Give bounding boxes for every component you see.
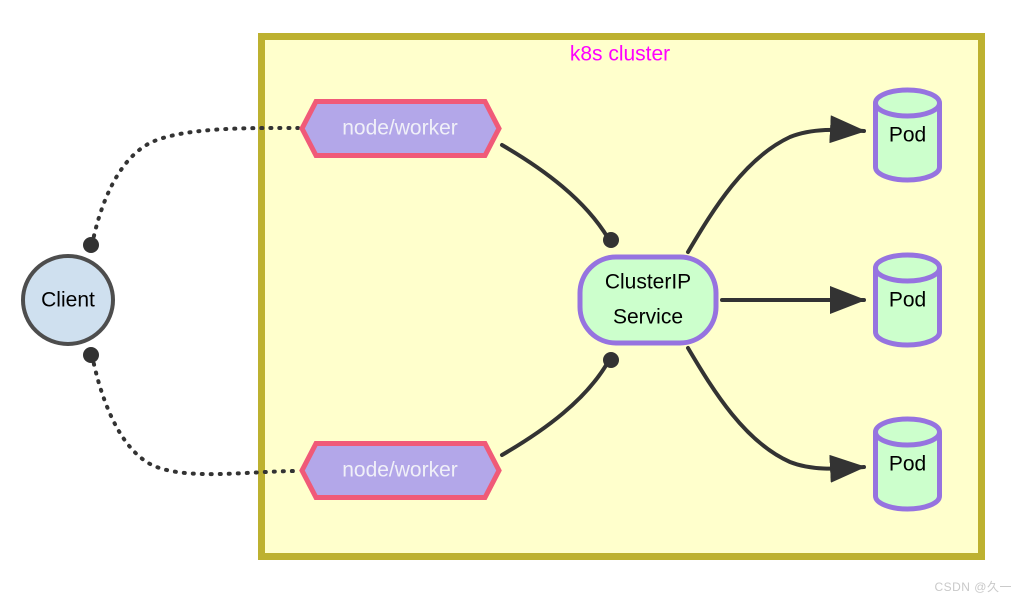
clusterip-service-node[interactable]: ClusterIP Service <box>577 254 719 346</box>
edge-node-top-to-service <box>500 143 610 240</box>
node-worker-bottom-shape <box>299 441 502 500</box>
cluster-title: k8s cluster <box>570 43 670 66</box>
node-worker-top[interactable]: node/worker <box>299 99 502 158</box>
pod-middle-label: Pod <box>889 289 926 312</box>
pod-middle-cap <box>873 267 942 284</box>
pod-top-label: Pod <box>889 124 926 147</box>
pod-top-cap <box>873 102 942 119</box>
node-worker-top-label: node/worker <box>342 117 458 140</box>
edge-endpoint-dot-bottom <box>83 347 99 363</box>
client-node[interactable]: Client <box>21 254 115 346</box>
edge-endpoint-dot-top <box>83 237 99 253</box>
pod-bottom-cap <box>873 431 942 448</box>
node-worker-top-shape <box>299 99 502 158</box>
pod-bottom-label: Pod <box>889 453 926 476</box>
pod-bottom[interactable]: Pod <box>873 416 942 512</box>
edge-client-to-node-top <box>90 125 300 247</box>
node-worker-bottom-label: node/worker <box>342 459 458 482</box>
watermark: CSDN @久一 <box>934 580 1012 594</box>
node-worker-bottom[interactable]: node/worker <box>299 441 502 500</box>
clusterip-service-label-line1: ClusterIP <box>605 271 691 294</box>
edge-target-dot-service-top <box>603 232 619 248</box>
clusterip-service-label-line2: Service <box>613 306 683 329</box>
client-label: Client <box>41 289 95 312</box>
clusterip-service-shape <box>577 254 719 346</box>
pod-middle[interactable]: Pod <box>873 252 942 348</box>
edge-service-to-pod-bottom <box>686 346 866 483</box>
edge-service-to-pod-top <box>686 115 866 254</box>
client-shape <box>21 254 115 346</box>
edge-node-bottom-to-service <box>500 360 610 457</box>
edge-target-dot-service-bottom <box>603 352 619 368</box>
pod-top[interactable]: Pod <box>873 87 942 183</box>
